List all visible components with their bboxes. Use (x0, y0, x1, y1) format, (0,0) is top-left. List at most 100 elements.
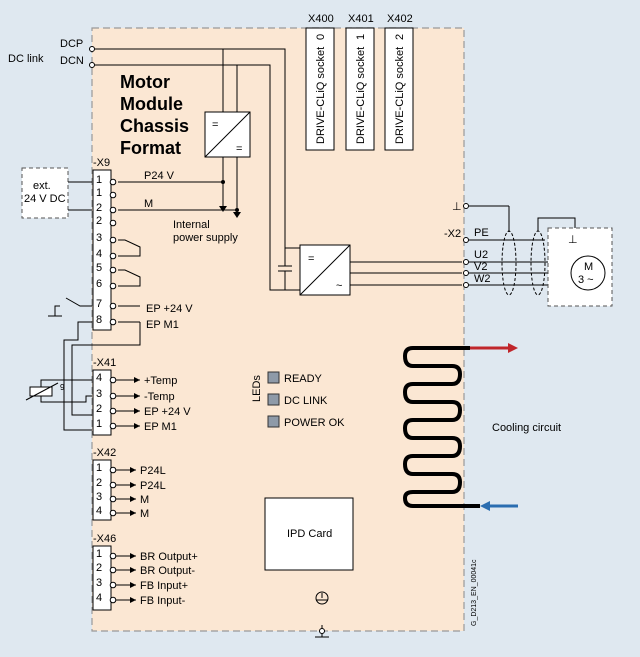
socket-x400-num: 0 (315, 34, 327, 40)
x42-pin-label: M (140, 494, 149, 506)
socket-x400: X400 DRIVE-CLiQ socket 0 (305, 13, 335, 151)
x46-pin-label: FB Input+ (140, 580, 188, 592)
cooling-inflow-arrow (480, 501, 490, 511)
x9-pin-screw (109, 206, 117, 214)
x46-pin-number: 4 (96, 592, 102, 604)
x42-pin-number: 4 (96, 505, 102, 517)
x41-pin-number: 1 (96, 418, 102, 430)
x41-pin-arrow (134, 393, 140, 399)
x9-label-p24: P24 V (144, 170, 175, 182)
x9-pin-number: 7 (96, 298, 102, 310)
x46-block (92, 545, 112, 611)
x2-pe-terminal (463, 237, 469, 243)
x46-pin-arrow (130, 597, 136, 603)
x9-pin-screw (109, 302, 117, 310)
x46-pin-screw (109, 552, 117, 560)
led-power-ok-label: POWER OK (284, 417, 345, 429)
socket-x402-id: X402 (387, 13, 413, 25)
socket-x400-id: X400 (308, 13, 334, 25)
ext-supply-box (21, 167, 69, 219)
x9-pin-number: 1 (96, 174, 102, 186)
led-dc-link (267, 393, 280, 406)
ipd-card-label: IPD Card (287, 528, 332, 540)
ext-supply-line-1: ext. (33, 180, 51, 192)
ext-supply-line-2: 24 V DC (24, 193, 66, 205)
x9-pin-screw (109, 252, 117, 260)
x2-v2-label: V2 (474, 261, 487, 273)
x9-label-m: M (144, 198, 153, 210)
x9-ext-switch (65, 297, 92, 307)
x41-pin-screw (109, 392, 117, 400)
cable-shield-1 (501, 230, 517, 296)
drawing-reference: G_D213_EN_00041c (471, 559, 478, 626)
x9-pin-number: 5 (96, 262, 102, 274)
chassis-ground-symbol (315, 591, 329, 605)
x42-pin-label: M (140, 508, 149, 520)
led-dc-link-label: DC LINK (284, 395, 328, 407)
x41-pin-screw (109, 407, 117, 415)
x46-pin-label: BR Output+ (140, 551, 198, 563)
x9-pin-number: 8 (96, 314, 102, 326)
motor-line-1: M (584, 261, 593, 273)
x42-pin-arrow (130, 467, 136, 473)
temp-wire-minus (40, 395, 92, 403)
x9-label-ep24: EP +24 V (146, 303, 193, 315)
x42-block (92, 459, 112, 521)
x46-pin-label: FB Input- (140, 595, 186, 607)
x42-pin-number: 3 (96, 491, 102, 503)
x2-w2-terminal (463, 282, 469, 288)
x46-header: -X46 (93, 533, 116, 545)
internal-supply-line-2: power supply (173, 232, 238, 244)
x46-pin-screw (109, 566, 117, 574)
x41-pin-screw (109, 376, 117, 384)
socket-x401-num: 1 (355, 34, 367, 40)
x42-pin-label: P24L (140, 480, 166, 492)
temp-wire-plus (40, 379, 92, 387)
inverter-diagonal (299, 244, 351, 296)
x42-pin-screw (109, 481, 117, 489)
x41-pin-number: 3 (96, 388, 102, 400)
x9-pin-number: 6 (96, 278, 102, 290)
socket-x402-box (384, 27, 414, 151)
socket-x402: X402 DRIVE-CLiQ socket 2 (384, 13, 414, 151)
x42-pin-arrow (130, 482, 136, 488)
x42-pin-arrow (130, 496, 136, 502)
x41-pin-label: EP +24 V (144, 406, 191, 418)
x2-v2-terminal (463, 270, 469, 276)
x42-pin-screw (109, 466, 117, 474)
x42-pin-screw (109, 509, 117, 517)
socket-x401-label: DRIVE-CLiQ socket (355, 47, 367, 144)
dcp-label: DCP (60, 38, 83, 50)
x9-header: -X9 (93, 157, 110, 169)
x2-u2-label: U2 (474, 249, 488, 261)
socket-x401: X401 DRIVE-CLiQ socket 1 (345, 13, 375, 151)
x41-pin-label: +Temp (144, 375, 177, 387)
led-ready-label: READY (284, 373, 323, 385)
ground-terminal (319, 628, 325, 634)
x46-pin-number: 2 (96, 562, 102, 574)
title-line-3: Chassis (120, 116, 189, 136)
socket-x400-label: DRIVE-CLiQ socket (315, 47, 327, 144)
title-line-2: Module (120, 94, 183, 114)
dcp-terminal (89, 46, 95, 52)
inverter-ac-symbol: ~ (336, 280, 342, 292)
x41-pin-arrow (134, 423, 140, 429)
x41-pin-arrow (134, 408, 140, 414)
x9-pin-number: 1 (96, 187, 102, 199)
x2-header: -X2 (444, 228, 461, 240)
x9-pin-number: 2 (96, 215, 102, 227)
x46-pin-arrow (130, 553, 136, 559)
x46-pin-screw (109, 596, 117, 604)
x41-pin-screw (109, 422, 117, 430)
x41-block (92, 369, 112, 436)
x46-pin-label: BR Output- (140, 565, 195, 577)
x9-contact-56 (118, 269, 141, 287)
socket-x401-box (345, 27, 375, 151)
x46-pin-arrow (130, 567, 136, 573)
x41-header: -X41 (93, 357, 116, 369)
shield-link (537, 217, 576, 232)
dcdc-out-symbol: = (236, 143, 242, 155)
